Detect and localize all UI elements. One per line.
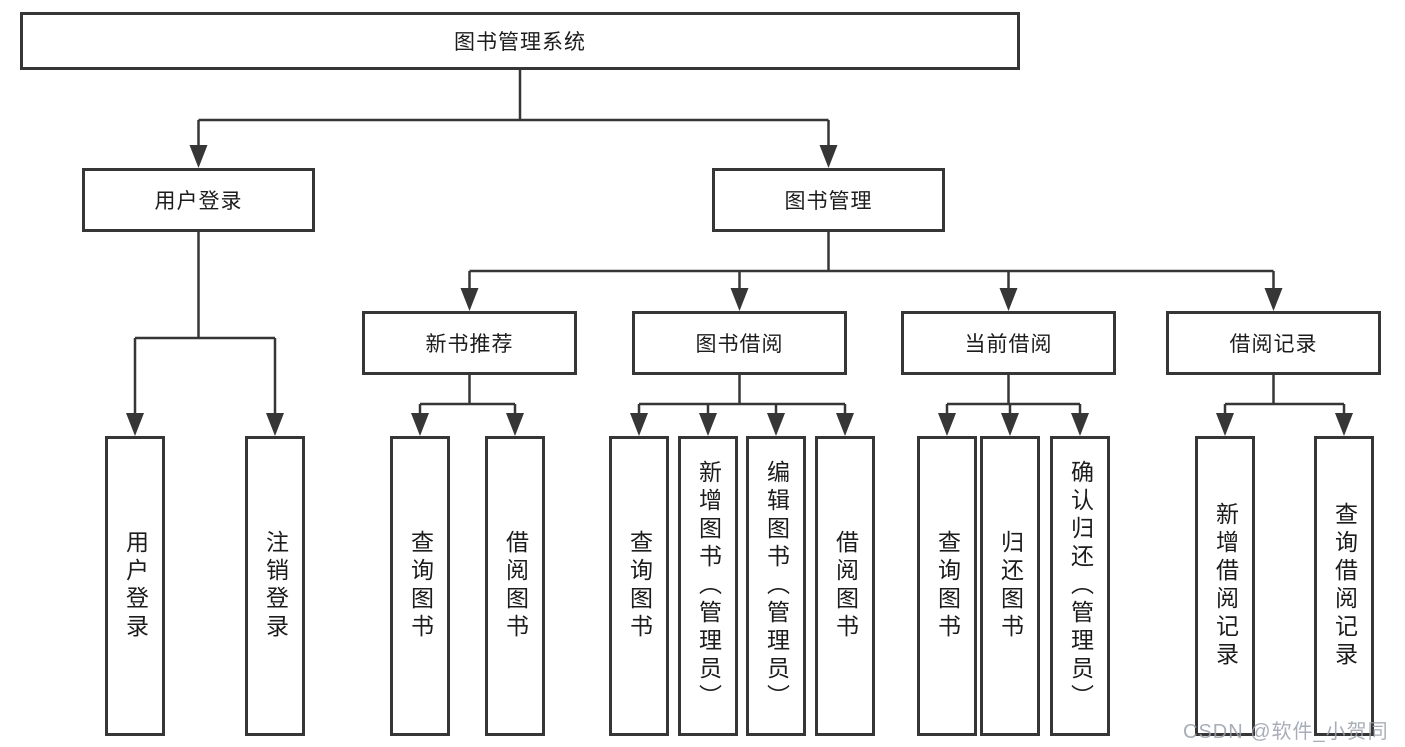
leaf-logout: 注销登录 [245, 436, 305, 736]
leaf-edit-book-admin-label: 编辑图书（管理员） [763, 460, 790, 712]
leaf-return-books-label: 归还图书 [997, 530, 1024, 642]
node-user-login-label: 用户登录 [154, 190, 243, 213]
node-borrowing-records: 借阅记录 [1166, 311, 1381, 375]
leaf-add-borrow-record: 新增借阅记录 [1195, 436, 1255, 736]
node-new-book-recommendation-label: 新书推荐 [425, 333, 514, 356]
leaf-return-books: 归还图书 [980, 436, 1040, 736]
leaf-add-borrow-record-label: 新增借阅记录 [1212, 502, 1239, 670]
leaf-search-borrow-record-label: 查询借阅记录 [1331, 502, 1358, 670]
leaf-search-borrow-record: 查询借阅记录 [1314, 436, 1374, 736]
node-borrowing-records-label: 借阅记录 [1229, 333, 1318, 356]
node-current-borrowing: 当前借阅 [901, 311, 1116, 375]
node-current-borrowing-label: 当前借阅 [964, 333, 1053, 356]
leaf-add-book-admin-label: 新增图书（管理员） [695, 460, 722, 712]
leaf-search-books-current: 查询图书 [917, 436, 977, 736]
leaf-search-books-borrowing: 查询图书 [609, 436, 669, 736]
node-book-borrowing: 图书借阅 [632, 311, 847, 375]
watermark: CSDN @软件_小贺同学 [1183, 721, 1389, 743]
leaf-search-books-recommend: 查询图书 [390, 436, 450, 736]
leaf-borrow-books-recommend: 借阅图书 [485, 436, 545, 736]
node-book-borrowing-label: 图书借阅 [695, 333, 784, 356]
node-book-management-label: 图书管理 [784, 190, 873, 213]
leaf-search-books-borrowing-label: 查询图书 [626, 530, 653, 642]
leaf-confirm-return-admin-label: 确认归还（管理员） [1067, 460, 1094, 712]
leaf-borrow-books-label: 借阅图书 [832, 530, 859, 642]
leaf-user-login: 用户登录 [105, 436, 165, 736]
node-book-management: 图书管理 [712, 168, 945, 232]
leaf-search-books-recommend-label: 查询图书 [407, 530, 434, 642]
node-library-system: 图书管理系统 [20, 12, 1020, 70]
node-user-login: 用户登录 [82, 168, 315, 232]
leaf-user-login-label: 用户登录 [122, 530, 149, 642]
leaf-add-book-admin: 新增图书（管理员） [678, 436, 738, 736]
leaf-search-books-current-label: 查询图书 [934, 530, 961, 642]
leaf-confirm-return-admin: 确认归还（管理员） [1050, 436, 1110, 736]
leaf-edit-book-admin: 编辑图书（管理员） [746, 436, 806, 736]
leaf-borrow-books-recommend-label: 借阅图书 [502, 530, 529, 642]
node-library-system-label: 图书管理系统 [454, 31, 586, 54]
node-new-book-recommendation: 新书推荐 [362, 311, 577, 375]
leaf-borrow-books: 借阅图书 [815, 436, 875, 736]
leaf-logout-label: 注销登录 [262, 530, 289, 642]
